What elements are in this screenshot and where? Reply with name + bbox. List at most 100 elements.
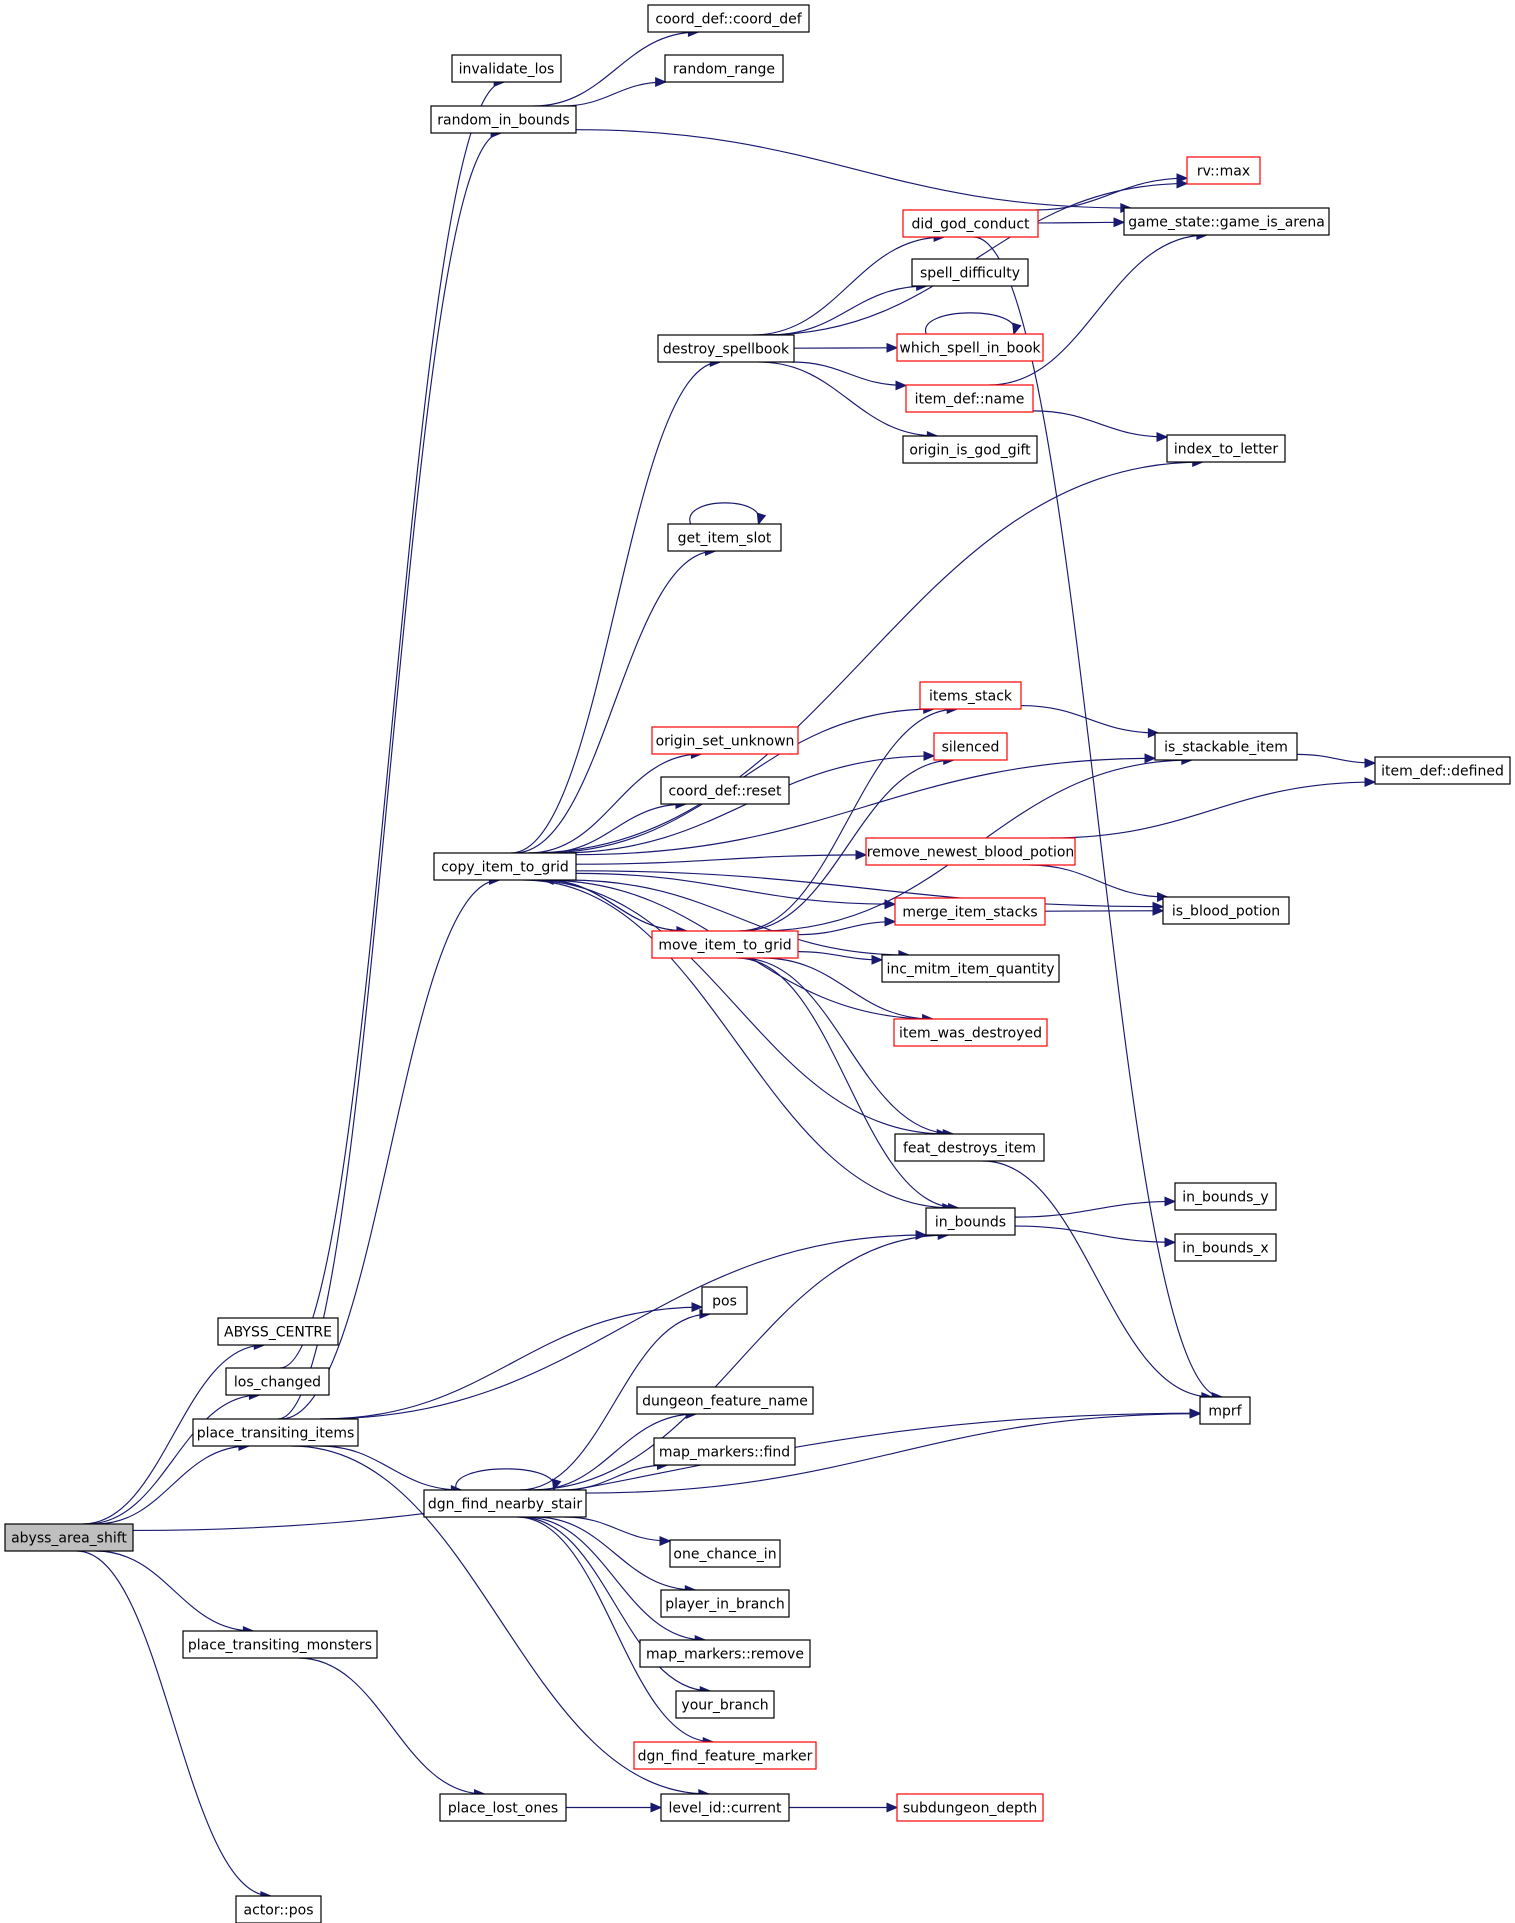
node-mprf[interactable]: mprf bbox=[1199, 1396, 1251, 1425]
node-box bbox=[647, 4, 810, 33]
edge-line bbox=[741, 957, 954, 1135]
node-dgn-stair[interactable]: dgn_find_nearby_stair bbox=[423, 1489, 587, 1518]
node-box bbox=[660, 776, 790, 805]
node-place-items[interactable]: place_transiting_items bbox=[192, 1418, 359, 1447]
node-items-stack[interactable]: items_stack bbox=[919, 681, 1022, 710]
node-item-defined[interactable]: item_def::defined bbox=[1374, 756, 1511, 785]
node-box bbox=[235, 1895, 322, 1923]
node-which-spell[interactable]: which_spell_in_book bbox=[896, 333, 1044, 362]
node-is-blood[interactable]: is_blood_potion bbox=[1162, 896, 1290, 925]
edge-line bbox=[514, 550, 716, 854]
node-copy-item[interactable]: copy_item_to_grid bbox=[433, 852, 577, 881]
edge-line bbox=[528, 753, 702, 854]
node-did-god[interactable]: did_god_conduct bbox=[902, 209, 1039, 238]
node-pos[interactable]: pos bbox=[701, 1286, 748, 1315]
node-in-bounds-x[interactable]: in_bounds_x bbox=[1174, 1233, 1277, 1262]
call-edge-dgn_stair-to-map_find bbox=[561, 1460, 669, 1491]
edge-arrowhead bbox=[895, 380, 908, 391]
edge-arrowhead bbox=[1176, 173, 1189, 184]
node-label: origin_set_unknown bbox=[656, 734, 795, 750]
node-remove-blood[interactable]: remove_newest_blood_potion bbox=[865, 837, 1076, 866]
call-edge-did_god-to-game_arena bbox=[1037, 217, 1126, 228]
node-one-chance[interactable]: one_chance_in bbox=[669, 1539, 781, 1568]
edge-line bbox=[989, 234, 1207, 386]
node-abyss-centre[interactable]: ABYSS_CENTRE bbox=[217, 1317, 339, 1346]
call-edge-remove_blood-to-is_blood bbox=[1028, 864, 1169, 902]
edge-line bbox=[543, 879, 687, 932]
call-edge-destroy_spellbook-to-rv_max bbox=[763, 178, 1189, 336]
node-feat-destroys[interactable]: feat_destroys_item bbox=[894, 1133, 1045, 1162]
call-edge-place_items-to-dgn_stair bbox=[319, 1445, 463, 1495]
call-edge-in_bounds-to-in_bounds_x bbox=[1014, 1225, 1177, 1248]
node-abyss[interactable]: abyss_area_shift bbox=[4, 1523, 134, 1552]
call-edge-abyss-to-place_items bbox=[95, 1441, 251, 1525]
node-map-find[interactable]: map_markers::find bbox=[653, 1437, 796, 1466]
node-box bbox=[905, 384, 1034, 413]
node-coord-ctor[interactable]: coord_def::coord_def bbox=[647, 4, 810, 33]
node-is-stackable[interactable]: is_stackable_item bbox=[1154, 732, 1298, 761]
call-edge-los_changed-to-invalidate_los bbox=[279, 77, 506, 1369]
node-get-item-slot[interactable]: get_item_slot bbox=[667, 523, 782, 552]
node-item-destroyed[interactable]: item_was_destroyed bbox=[893, 1018, 1048, 1047]
edge-line bbox=[527, 879, 948, 1135]
node-label: inc_mitm_item_quantity bbox=[886, 962, 1054, 978]
node-origin-unknown[interactable]: origin_set_unknown bbox=[651, 726, 799, 755]
call-edge-copy_item-to-remove_blood bbox=[575, 849, 868, 865]
node-box bbox=[902, 209, 1039, 238]
node-destroy-spellbook[interactable]: destroy_spellbook bbox=[657, 334, 795, 363]
node-merge-stacks[interactable]: merge_item_stacks bbox=[894, 897, 1046, 926]
node-origin-god-gift[interactable]: origin_is_god_gift bbox=[902, 435, 1038, 464]
node-player-in-branch[interactable]: player_in_branch bbox=[660, 1589, 790, 1618]
node-in-bounds-y[interactable]: in_bounds_y bbox=[1174, 1182, 1277, 1211]
node-spell-difficulty[interactable]: spell_difficulty bbox=[911, 258, 1029, 287]
node-coord-reset[interactable]: coord_def::reset bbox=[660, 776, 790, 805]
node-your-branch[interactable]: your_branch bbox=[675, 1690, 775, 1719]
edge-line bbox=[797, 921, 896, 936]
node-invalidate-los[interactable]: invalidate_los bbox=[451, 54, 562, 83]
node-box bbox=[4, 1523, 134, 1552]
node-box bbox=[636, 1386, 814, 1415]
node-random-in-bounds[interactable]: random_in_bounds bbox=[430, 105, 577, 134]
node-place-lost[interactable]: place_lost_ones bbox=[439, 1793, 567, 1822]
node-label: rv::max bbox=[1197, 164, 1250, 180]
call-edge-merge_stacks-to-is_blood bbox=[1044, 905, 1165, 916]
node-inc-mitm[interactable]: inc_mitm_item_quantity bbox=[881, 954, 1060, 983]
node-random-range[interactable]: random_range bbox=[664, 54, 784, 83]
node-game-arena[interactable]: game_state::game_is_arena bbox=[1123, 207, 1330, 236]
node-item-name[interactable]: item_def::name bbox=[905, 384, 1034, 413]
call-edge-place_items-to-random_in_bounds bbox=[277, 128, 503, 1420]
node-move-item[interactable]: move_item_to_grid bbox=[651, 930, 799, 959]
edge-line bbox=[528, 461, 1203, 854]
node-label: silenced bbox=[942, 740, 1000, 756]
edge-arrowhead bbox=[655, 77, 667, 87]
call-edge-place_lost-to-level_current bbox=[566, 1802, 663, 1813]
node-box bbox=[911, 258, 1029, 287]
node-in-bounds[interactable]: in_bounds bbox=[925, 1207, 1016, 1236]
call-edge-level_current-to-subdungeon bbox=[789, 1802, 899, 1813]
call-edge-random_in_bounds-to-game_arena bbox=[575, 129, 1133, 213]
node-silenced[interactable]: silenced bbox=[933, 732, 1008, 761]
node-rv-max[interactable]: rv::max bbox=[1186, 156, 1261, 185]
node-box bbox=[896, 1793, 1044, 1822]
node-label: pos bbox=[712, 1294, 737, 1310]
node-label: level_id::current bbox=[668, 1801, 782, 1817]
node-place-monsters[interactable]: place_transiting_monsters bbox=[182, 1630, 378, 1659]
node-index-letter[interactable]: index_to_letter bbox=[1166, 434, 1286, 463]
node-map-remove[interactable]: map_markers::remove bbox=[639, 1639, 811, 1668]
node-box bbox=[893, 1018, 1048, 1047]
node-box bbox=[660, 1793, 790, 1822]
node-los-changed[interactable]: los_changed bbox=[225, 1367, 330, 1396]
edge-line bbox=[510, 361, 721, 854]
node-actor-pos[interactable]: actor::pos bbox=[235, 1895, 322, 1923]
node-label: item_def::name bbox=[915, 392, 1025, 408]
node-label: random_in_bounds bbox=[437, 113, 569, 129]
node-level-current[interactable]: level_id::current bbox=[660, 1793, 790, 1822]
edge-line bbox=[797, 951, 883, 961]
edge-arrowhead bbox=[923, 750, 936, 761]
edge-line bbox=[76, 1550, 271, 1897]
node-dgn-marker[interactable]: dgn_find_feature_marker bbox=[633, 1741, 817, 1770]
node-label: place_transiting_monsters bbox=[188, 1638, 372, 1654]
node-subdungeon[interactable]: subdungeon_depth bbox=[896, 1793, 1044, 1822]
node-label: map_markers::remove bbox=[646, 1647, 804, 1663]
node-dungeon-feature-name[interactable]: dungeon_feature_name bbox=[636, 1386, 814, 1415]
